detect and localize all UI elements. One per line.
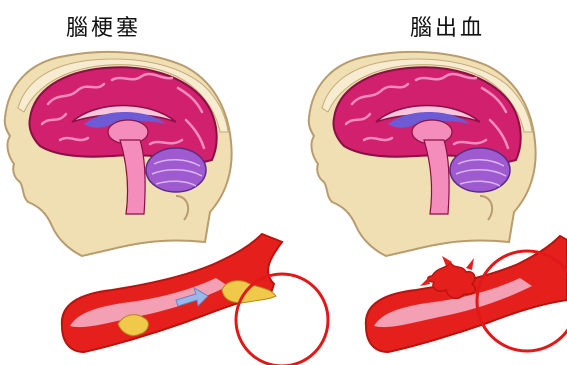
left-head-illustration: [5, 52, 232, 256]
blockage-highlight-circle: [236, 274, 328, 365]
right-head-illustration: [309, 52, 536, 256]
